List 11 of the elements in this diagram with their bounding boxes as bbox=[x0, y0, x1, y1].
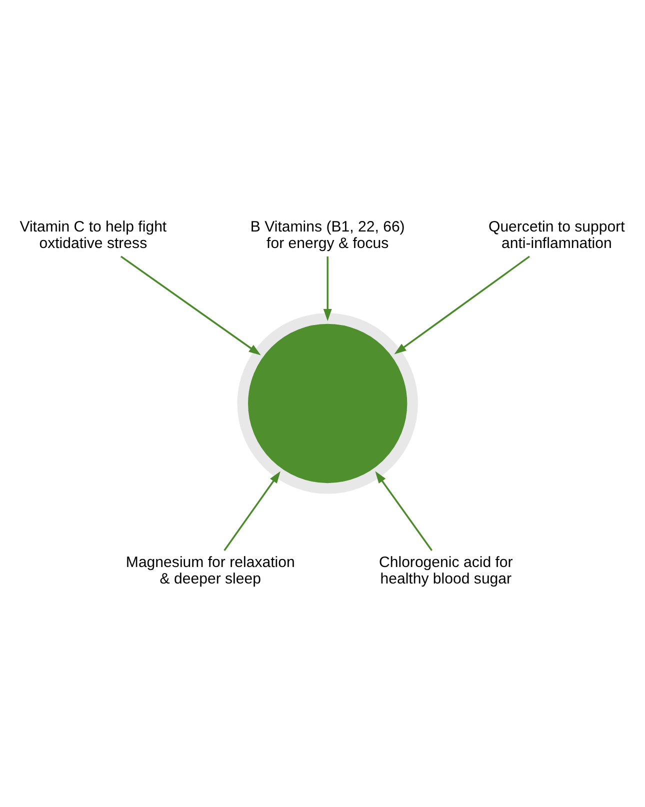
arrow bbox=[375, 471, 433, 551]
arrow bbox=[224, 471, 280, 551]
node-text: Vitamin C to help fight oxtidative stress bbox=[20, 218, 167, 252]
node-text: Chlorogenic acid for healthy blood sugar bbox=[378, 554, 513, 588]
node-text: Magnesium for relaxation & deeper sleep bbox=[126, 554, 295, 588]
node-text: B Vitamins (B1, 22, 66) for energy & focus bbox=[250, 218, 405, 252]
arrow bbox=[394, 256, 530, 354]
node-picture bbox=[237, 313, 418, 494]
node-text: Quercetin to support anti-inflamnation bbox=[488, 218, 625, 252]
arrow bbox=[323, 256, 332, 322]
arrow bbox=[120, 256, 261, 356]
